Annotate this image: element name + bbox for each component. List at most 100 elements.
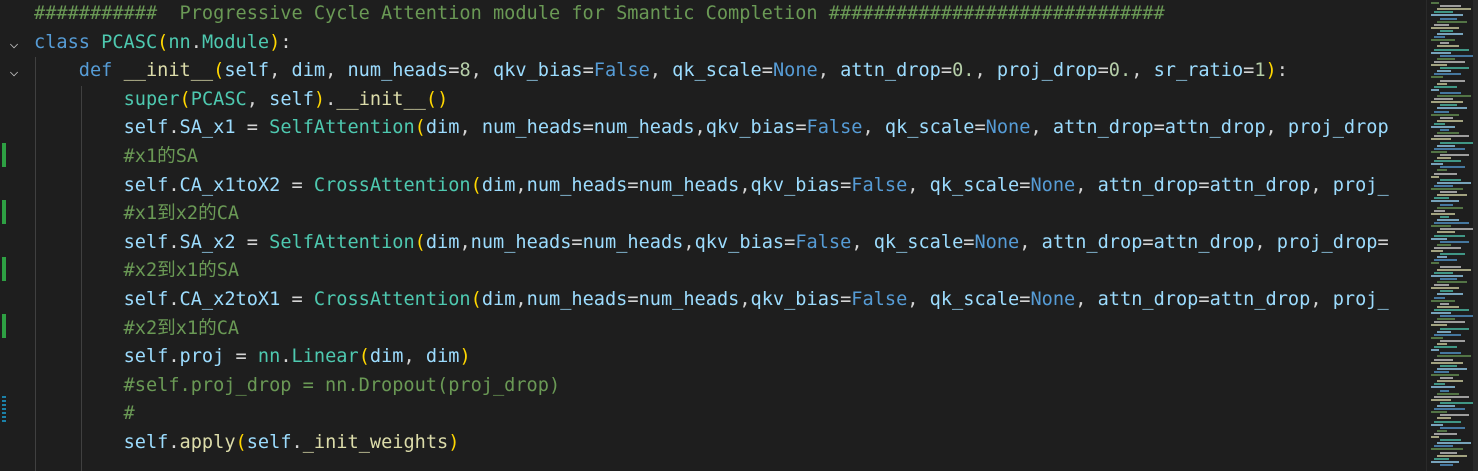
minimap-line	[1440, 116, 1453, 119]
minimap-line	[1440, 166, 1465, 169]
code-area[interactable]: ########### Progressive Cycle Attention …	[0, 0, 1426, 471]
git-added-marker[interactable]	[2, 200, 6, 224]
code-token: self	[123, 117, 169, 139]
code-line[interactable]: self.CA_x2toX1 = CrossAttention(dim,num_…	[34, 286, 1426, 315]
code-token: sr_ratio	[1153, 60, 1244, 82]
scrollbar-thumb[interactable]	[1473, 0, 1478, 471]
code-token: =	[1198, 174, 1210, 196]
indent-guide	[81, 86, 82, 471]
code-token: (	[157, 31, 169, 53]
minimap-line	[1431, 14, 1463, 17]
minimap-line	[1431, 274, 1463, 277]
minimap[interactable]	[1426, 0, 1478, 471]
code-token: nn	[168, 31, 191, 53]
code-token: .	[168, 174, 180, 196]
git-added-marker[interactable]	[2, 257, 6, 281]
git-added-marker[interactable]	[2, 314, 6, 338]
code-token: 8	[459, 60, 471, 82]
minimap-line	[1431, 150, 1447, 153]
code-line[interactable]: self.proj = nn.Linear(dim, dim)	[34, 343, 1426, 372]
minimap-line	[1431, 299, 1455, 302]
code-token: self	[269, 88, 314, 110]
minimap-line	[1434, 110, 1449, 113]
fold-chevron-down-icon[interactable]: ⌵	[9, 33, 19, 52]
code-line[interactable]: def __init__(self, dim, num_heads=8, qkv…	[34, 57, 1426, 86]
minimap-line	[1437, 268, 1471, 271]
code-token: #x2到x1的SA	[34, 260, 240, 282]
code-token: qkv_bias	[705, 117, 796, 139]
code-token: ,	[739, 289, 751, 310]
editor-gutter: ⌵ ⌵	[0, 0, 34, 471]
minimap-line	[1440, 91, 1461, 94]
code-token: .	[168, 231, 180, 253]
minimap-line	[1434, 197, 1449, 200]
minimap-line	[1431, 349, 1439, 352]
code-token: )	[313, 88, 326, 110]
git-modified-marker[interactable]	[2, 396, 6, 422]
code-token: num_heads	[526, 174, 628, 196]
code-line[interactable]: self.SA_x1 = SelfAttention(dim, num_head…	[34, 114, 1426, 143]
code-token: =	[840, 289, 852, 310]
code-line[interactable]: self.SA_x2 = SelfAttention(dim,num_heads…	[34, 229, 1426, 258]
minimap-line	[1437, 305, 1459, 308]
minimap-line	[1431, 212, 1455, 215]
code-line[interactable]: #x2到x1的SA	[34, 257, 1426, 286]
code-token: )	[437, 88, 449, 110]
minimap-line	[1440, 401, 1473, 404]
code-token: .	[168, 432, 180, 453]
minimap-line	[1434, 271, 1453, 274]
code-line[interactable]: self.CA_x1toX2 = CrossAttention(dim,num_…	[34, 172, 1426, 201]
git-added-marker[interactable]	[2, 143, 6, 167]
minimap-line	[1440, 426, 1465, 429]
code-token: #self.proj_drop = nn.Dropout(proj_drop)	[34, 374, 561, 396]
code-token: attn_drop	[840, 60, 941, 82]
code-token: SelfAttention	[269, 231, 415, 253]
code-token	[34, 175, 124, 196]
minimap-line	[1431, 64, 1447, 66]
code-token: self	[123, 346, 169, 368]
minimap-line	[1434, 122, 1445, 125]
minimap-line	[1437, 194, 1467, 197]
minimap-line	[1440, 17, 1457, 20]
code-line[interactable]: super(PCASC, self).__init__()	[34, 86, 1426, 115]
code-line[interactable]: #x1到x2的CA	[34, 200, 1426, 229]
code-line[interactable]: #x1的SA	[34, 143, 1426, 172]
code-line[interactable]: #	[34, 400, 1426, 429]
code-line[interactable]: #self.proj_drop = nn.Dropout(proj_drop)	[34, 372, 1426, 401]
minimap-line	[1431, 324, 1447, 327]
code-token: (	[414, 117, 426, 139]
minimap-line	[1437, 243, 1451, 246]
minimap-line	[1440, 228, 1473, 231]
code-token: )	[459, 346, 471, 368]
code-line[interactable]: #x2到x1的CA	[34, 315, 1426, 344]
minimap-line	[1431, 336, 1443, 339]
code-token	[34, 89, 124, 110]
fold-chevron-down-icon[interactable]: ⌵	[9, 62, 19, 81]
code-token: =	[280, 289, 314, 310]
minimap-line	[1434, 209, 1445, 212]
minimap-line	[1440, 253, 1465, 256]
minimap-line	[1434, 184, 1453, 187]
code-token: =	[280, 174, 314, 196]
minimap-line	[1434, 408, 1465, 411]
code-token: =	[1153, 117, 1165, 139]
code-token: #	[34, 403, 135, 425]
code-token: ,	[403, 346, 426, 368]
code-token: =	[224, 346, 258, 368]
code-token: None	[985, 117, 1031, 139]
minimap-line	[1440, 5, 1461, 8]
code-token: qk_scale	[884, 117, 975, 139]
code-token: num_heads	[638, 174, 740, 196]
code-token: Linear	[291, 346, 359, 368]
code-token: None	[1030, 289, 1076, 310]
code-line[interactable]: ########### Progressive Cycle Attention …	[34, 0, 1426, 29]
code-token: attn_drop	[1052, 117, 1154, 139]
code-line[interactable]: self.apply(self._init_weights)	[34, 429, 1426, 458]
code-token: ,	[246, 88, 270, 110]
code-token: =	[1142, 231, 1154, 253]
code-token: =	[840, 174, 852, 196]
code-token: False	[593, 60, 650, 82]
minimap-line	[1431, 51, 1451, 54]
code-line[interactable]: class PCASC(nn.Module):	[34, 29, 1426, 58]
